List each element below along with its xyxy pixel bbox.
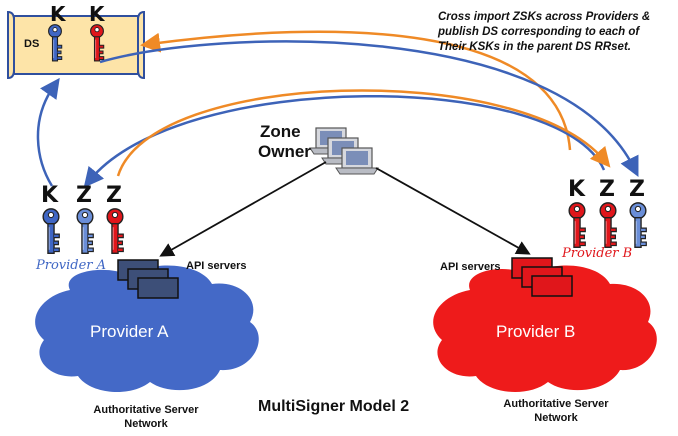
provider-b-network-label: Authoritative Server Network — [503, 398, 609, 424]
ds-label: DS — [24, 38, 40, 50]
provider-a-key-letter-z1: Z — [76, 183, 92, 208]
diagram-title: MultiSigner Model 2 — [258, 398, 410, 415]
zone-owner-line2: Owner — [258, 142, 311, 161]
arrow-owner-to-b — [375, 167, 531, 255]
provider-b-cloud — [433, 265, 657, 393]
provider-b-key-letter-z2: Z — [629, 177, 645, 202]
provider-b-key-letter-k: K — [568, 177, 586, 202]
provider-b-ksk-icon — [568, 202, 587, 249]
provider-a-ksk-icon — [42, 208, 61, 255]
provider-b-zsk-b-icon — [599, 202, 618, 249]
provider-a-zsk-a-icon — [76, 208, 95, 255]
blue-arrow-a-to-ds — [36, 77, 60, 187]
provider-b-handwritten-label: Provider B — [562, 246, 633, 261]
orange-arrow-to-ds — [140, 30, 572, 151]
ds-key-letter-2: K — [89, 2, 105, 26]
cross-import-note: Cross import ZSKs across Providers & pub… — [438, 11, 651, 53]
provider-a-key-letter-k: K — [41, 183, 59, 208]
provider-a-cloud-label: Provider A — [90, 322, 169, 341]
provider-a-api-servers-icon — [117, 259, 179, 299]
blue-arrow-to-b — [99, 40, 639, 177]
provider-a-key-letter-z2: Z — [106, 183, 122, 208]
provider-a-cloud — [35, 265, 259, 393]
ds-key-letter-1: K — [50, 2, 66, 26]
provider-b-zsk-a-icon — [629, 202, 648, 249]
orange-arrow-a-to-b — [116, 89, 611, 177]
provider-b-api-servers-icon — [511, 257, 573, 297]
provider-a-network-label: Authoritative Server Network — [93, 404, 199, 430]
provider-b-key-letter-z1: Z — [599, 177, 615, 202]
zone-owner-line1: Zone — [260, 122, 301, 141]
provider-b-cloud-label: Provider B — [496, 322, 576, 341]
ds-scroll — [7, 10, 145, 80]
provider-a-zsk-b-icon — [106, 208, 125, 255]
zone-owner-computers-icon — [309, 127, 379, 175]
provider-a-handwritten-label: Provider A — [36, 258, 107, 273]
provider-a-api-label: API servers — [186, 260, 247, 272]
provider-b-api-label: API servers — [440, 261, 501, 273]
arrow-owner-to-a — [159, 161, 327, 257]
